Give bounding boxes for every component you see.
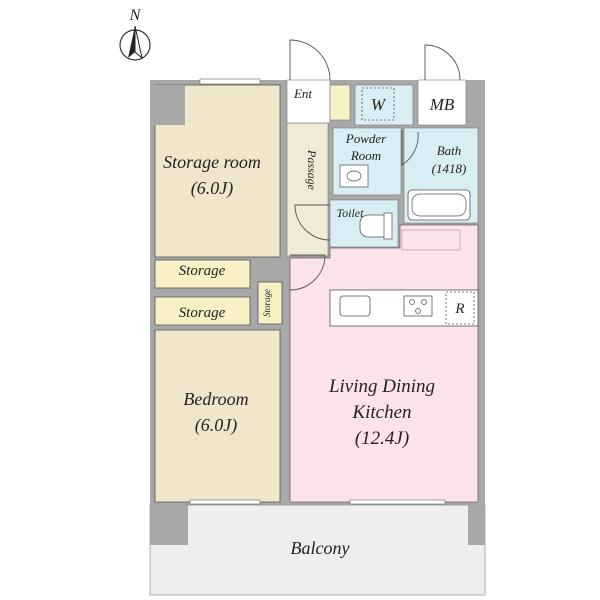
balcony-column-left — [150, 505, 188, 545]
storage-room-name: Storage room — [163, 152, 261, 172]
compass-needle-right — [134, 25, 143, 60]
ldk-door — [289, 254, 326, 291]
bathtub — [407, 189, 471, 221]
storage-small — [257, 281, 283, 325]
storage-room-column — [150, 85, 185, 125]
ldk-size: (12.4J) — [355, 428, 409, 449]
storage-room-window — [199, 78, 261, 85]
entrance-door — [289, 39, 331, 81]
mb-door — [424, 44, 461, 81]
storage-1 — [154, 259, 251, 289]
wash-basin — [339, 164, 369, 188]
storage-room-size: (6.0J) — [191, 178, 233, 199]
bath-name: Bath — [437, 143, 462, 158]
doors — [289, 39, 461, 291]
passage-area — [286, 122, 329, 257]
basin-bowl — [346, 170, 362, 182]
ldk-line2: Kitchen — [351, 402, 411, 423]
burner-3 — [415, 308, 421, 314]
compass-needle-left — [128, 26, 135, 58]
powder-line2: Room — [350, 148, 381, 163]
ldk-niche — [401, 229, 461, 251]
toilet-door — [294, 204, 331, 241]
passage-label: Passage — [305, 149, 319, 191]
bedroom — [154, 329, 281, 503]
washer-space — [354, 84, 414, 126]
powder-line1: Powder — [345, 131, 387, 146]
balcony-label: Balcony — [291, 538, 350, 558]
meter-box — [417, 79, 467, 126]
ldk-line1: Living Dining — [328, 376, 435, 397]
bedroom-name: Bedroom — [183, 389, 248, 409]
ldk — [289, 224, 479, 503]
kitchen-sink — [339, 295, 371, 317]
washer-label: W — [371, 95, 387, 114]
balcony — [149, 504, 486, 596]
bathtub-inner — [411, 193, 467, 217]
refrigerator-space — [445, 291, 475, 325]
washer-outline — [361, 87, 395, 121]
cooktop — [403, 295, 433, 317]
storage-room — [154, 84, 281, 258]
balcony-column-right — [468, 505, 485, 545]
mb-label: MB — [429, 95, 455, 114]
refrigerator-label: R — [454, 301, 464, 317]
compass: N — [119, 7, 151, 61]
burner-1 — [409, 299, 415, 305]
shoe-cabinet — [329, 84, 351, 121]
bedroom-window — [189, 499, 261, 505]
bath-door — [401, 130, 419, 166]
storage-2 — [154, 296, 251, 326]
bath-size: (1418) — [432, 161, 467, 176]
burner-2 — [421, 299, 427, 305]
ldk-window — [349, 499, 446, 505]
entrance-label: Ent — [293, 86, 312, 101]
toilet-label: Toilet — [337, 206, 365, 220]
storage-small-label: Storage — [262, 289, 272, 317]
bedroom-size: (6.0J) — [195, 415, 237, 436]
toilet-tank — [383, 212, 393, 240]
compass-label: N — [129, 7, 142, 24]
storage-2-label: Storage — [179, 305, 226, 321]
storage-1-label: Storage — [179, 263, 226, 279]
